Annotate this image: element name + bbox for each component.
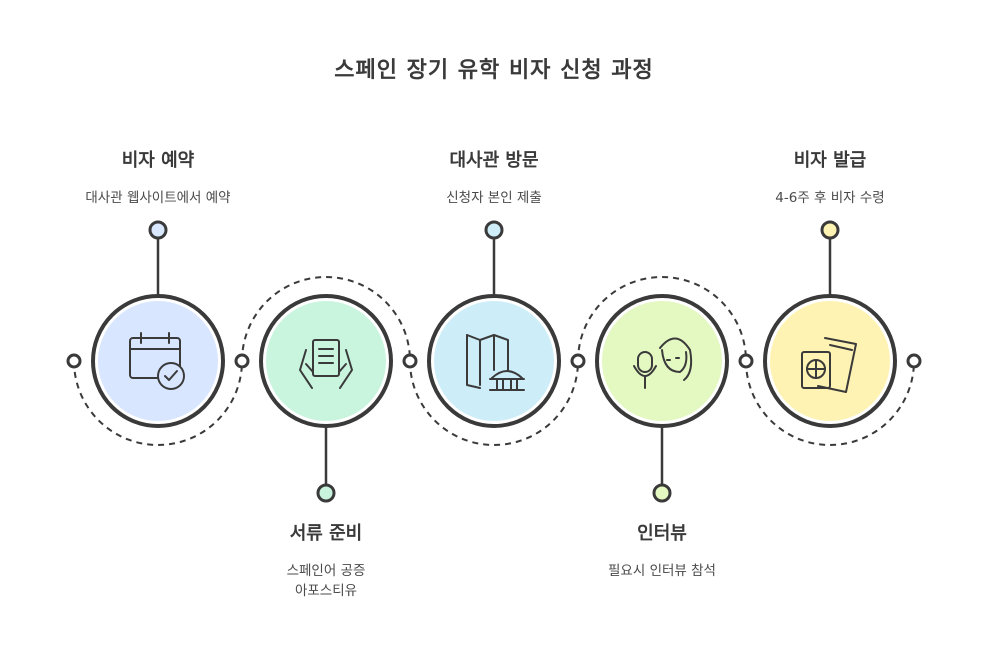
step-1-desc: 대사관 웹사이트에서 예약 <box>85 190 231 206</box>
step-4-fill <box>602 301 722 421</box>
junction-dot <box>234 353 250 369</box>
step-4-desc: 필요시 인터뷰 참석 <box>608 563 716 579</box>
step-3-marker <box>484 220 504 240</box>
connector-4 <box>577 276 747 362</box>
step-2-desc: 스페인어 공증 아포스티유 <box>286 563 366 599</box>
calendar-check-icon <box>129 332 185 390</box>
step-1-fill <box>98 301 218 421</box>
junction-dot <box>906 353 922 369</box>
step-5-name: 비자 발급 <box>793 150 867 171</box>
step-4-name: 인터뷰 <box>637 523 687 544</box>
step-2-name: 서류 준비 <box>289 523 363 544</box>
passport-ticket-icon <box>801 337 857 393</box>
junction-dot <box>402 353 418 369</box>
step-1-label: 비자 예약 대사관 웹사이트에서 예약 <box>38 146 278 208</box>
diagram-title: 스페인 장기 유학 비자 신청 과정 <box>334 58 654 83</box>
microphone-person-icon <box>633 337 693 389</box>
connector-1 <box>73 360 243 446</box>
step-3-label: 대사관 방문 신청자 본인 제출 <box>374 146 614 208</box>
step-1-marker <box>148 220 168 240</box>
step-3-desc: 신청자 본인 제출 <box>446 190 542 206</box>
step-5-marker <box>820 220 840 240</box>
clipboard-hands-icon <box>299 339 353 389</box>
step-2-label: 서류 준비 스페인어 공증 아포스티유 <box>206 519 446 601</box>
step-2-marker <box>316 483 336 503</box>
junction-dot <box>570 353 586 369</box>
connector-5 <box>745 360 915 446</box>
junction-dot <box>738 353 754 369</box>
step-5-label: 비자 발급 4-6주 후 비자 수령 <box>710 146 950 208</box>
embassy-map-icon <box>466 334 525 391</box>
step-2-fill <box>266 301 386 421</box>
connector-2 <box>241 276 411 362</box>
step-5-desc: 4-6주 후 비자 수령 <box>775 190 885 206</box>
junction-dot <box>66 353 82 369</box>
step-1-name: 비자 예약 <box>121 150 195 171</box>
step-3-name: 대사관 방문 <box>449 150 539 171</box>
step-4-marker <box>652 483 672 503</box>
connector-3 <box>409 360 579 446</box>
step-4-label: 인터뷰 필요시 인터뷰 참석 <box>542 519 782 581</box>
